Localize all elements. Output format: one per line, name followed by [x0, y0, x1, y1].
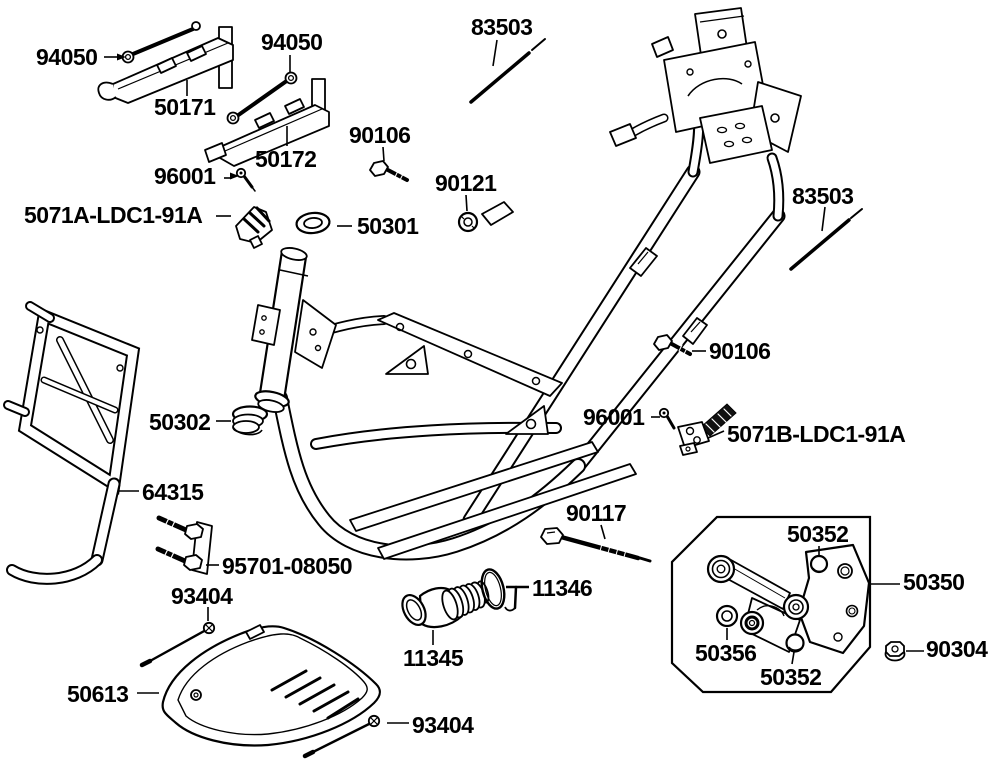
leader-5071B: [707, 430, 725, 439]
bolt-90106-right-drawing: [653, 334, 692, 356]
part-label-50356: 50356: [695, 640, 757, 666]
part-label-90121: 90121: [435, 170, 497, 196]
nut-90121-drawing: [457, 211, 479, 233]
bolts-95701-drawing: [155, 515, 213, 575]
part-label-50301: 50301: [357, 213, 419, 239]
bracket-50172-drawing: [204, 71, 330, 167]
bolt-90117-drawing: [540, 527, 652, 563]
steering-head-drawing: [251, 247, 337, 413]
part-label-83503-1: 83503: [471, 14, 533, 40]
part-label-64315: 64315: [142, 479, 204, 505]
part-label-90304: 90304: [926, 636, 988, 662]
clamp-11346-drawing: [480, 568, 518, 612]
leader-83503-2: [821, 206, 826, 232]
grommet-50302-drawing: [231, 405, 269, 436]
bolt-96001-right-drawing: [658, 407, 676, 430]
leader-lines: [104, 39, 924, 724]
screw-93404-upper-drawing: [139, 621, 216, 668]
part-label-50171: 50171: [154, 94, 216, 120]
part-label-90117: 90117: [566, 500, 627, 526]
part-label-50352-1: 50352: [787, 521, 849, 547]
engine-hanger-box-50350-drawing: [670, 515, 872, 694]
leader-90106-1: [382, 146, 385, 162]
rod-83503-top-drawing: [469, 38, 546, 104]
part-label-90106-1: 90106: [349, 122, 411, 148]
leader-83503-1: [492, 39, 498, 67]
screw-93404-lower-drawing: [302, 714, 381, 759]
main-frame-drawing: [272, 7, 802, 561]
leader-50352-2: [791, 651, 795, 665]
part-label-93404-1: 93404: [171, 583, 233, 609]
leader-94050-1-arrow: [117, 53, 126, 61]
part-label-94050-1: 94050: [36, 44, 98, 70]
ring-50301-drawing: [295, 211, 331, 235]
part-label-50350: 50350: [903, 569, 965, 595]
part-label-90106-2: 90106: [709, 338, 771, 364]
part-label-94050-2: 94050: [261, 29, 323, 55]
bracket-5071A-drawing: [235, 206, 273, 249]
leader-90121: [465, 194, 468, 212]
bracket-5071B-drawing: [677, 403, 737, 456]
part-label-95701: 95701-08050: [222, 553, 353, 579]
bolt-96001-left-drawing: [235, 167, 256, 192]
part-label-50302: 50302: [149, 409, 211, 435]
leader-96001-1-arrow: [230, 172, 239, 180]
part-label-5071B: 5071B-LDC1-91A: [727, 421, 906, 447]
front-subframe-64315-drawing: [3, 301, 141, 585]
part-label-96001-1: 96001: [154, 163, 216, 189]
part-label-93404-2: 93404: [412, 712, 474, 738]
nut-90304-drawing: [884, 641, 906, 662]
leader-90117: [600, 524, 606, 540]
bracket-50171-drawing: [97, 21, 234, 104]
rod-83503-right-drawing: [789, 208, 863, 271]
part-label-5071A: 5071A-LDC1-91A: [24, 202, 203, 228]
part-label-83503-2: 83503: [792, 183, 854, 209]
part-label-50613: 50613: [67, 681, 129, 707]
part-label-11345: 11345: [403, 645, 464, 671]
part-label-50172: 50172: [255, 146, 317, 172]
panel-50613-drawing: [161, 624, 381, 747]
bolt-90106-left-drawing: [369, 160, 409, 182]
part-label-96001-2: 96001: [583, 404, 645, 430]
duct-11345-drawing: [401, 580, 490, 629]
part-label-11346: 11346: [532, 575, 593, 601]
part-label-50352-2: 50352: [760, 664, 822, 690]
